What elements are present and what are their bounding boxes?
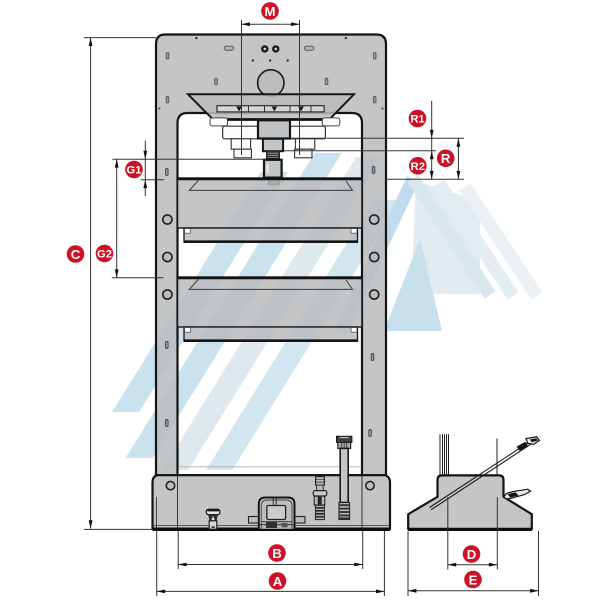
svg-text:M: M [265, 4, 276, 19]
svg-text:R2: R2 [411, 161, 425, 173]
svg-text:G2: G2 [97, 249, 112, 261]
svg-text:R: R [441, 151, 451, 166]
svg-text:G1: G1 [127, 165, 142, 177]
svg-text:C: C [71, 247, 81, 262]
svg-text:E: E [469, 572, 478, 587]
svg-text:B: B [272, 546, 282, 561]
svg-text:D: D [467, 547, 477, 562]
svg-text:A: A [273, 574, 283, 589]
svg-text:R1: R1 [410, 114, 424, 126]
